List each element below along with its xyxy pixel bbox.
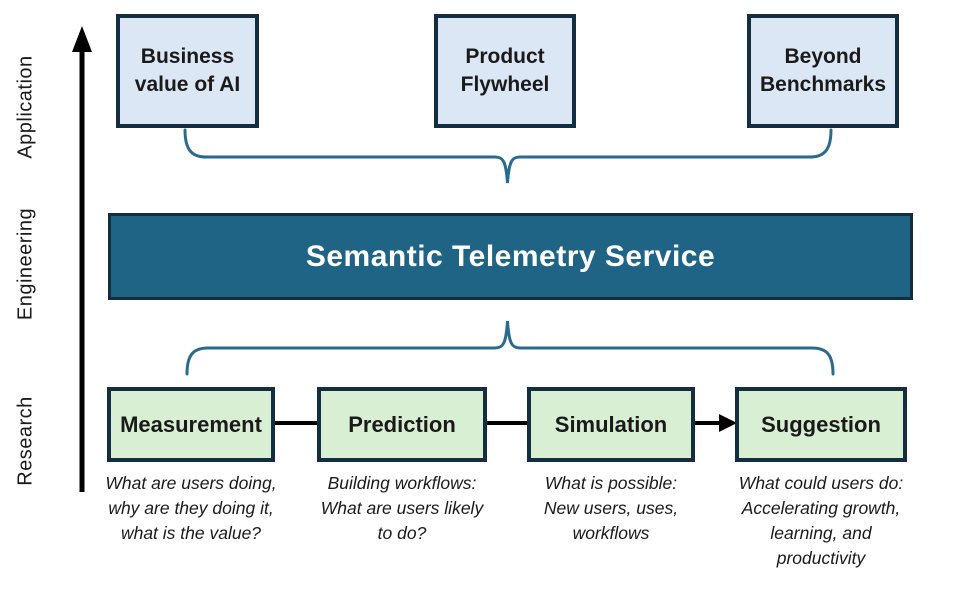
- stage-box-prediction: Prediction: [317, 387, 487, 462]
- service-bar: Semantic Telemetry Service: [108, 213, 913, 300]
- y-axis-arrowhead-icon: [72, 26, 92, 52]
- caption-suggestion: What could users do: Accelerating growth…: [738, 473, 904, 569]
- top-brace: [183, 128, 833, 184]
- service-title: Semantic Telemetry Service: [305, 239, 716, 273]
- caption-simulation: What is possible: New users, uses, workf…: [543, 473, 679, 544]
- stage-box-suggestion: Suggestion: [735, 387, 907, 462]
- axis-label-engineering: Engineering: [14, 207, 37, 321]
- axis-label-application: Application: [14, 55, 37, 159]
- app-box-business-value-of-ai: Business value of AI: [116, 14, 259, 128]
- caption-prediction: Building workflows: What are users likel…: [320, 473, 484, 544]
- bottom-brace: [185, 320, 835, 376]
- axis-label-research: Research: [14, 396, 37, 486]
- stage-box-measurement: Measurement: [107, 387, 275, 462]
- caption-measurement: What are users doing, why are they doing…: [105, 473, 277, 544]
- app-box-product-flywheel: Product Flywheel: [434, 14, 576, 128]
- stage-box-simulation: Simulation: [527, 387, 695, 462]
- connector-arrowhead-icon: [719, 414, 737, 432]
- app-box-beyond-benchmarks: Beyond Benchmarks: [747, 14, 899, 128]
